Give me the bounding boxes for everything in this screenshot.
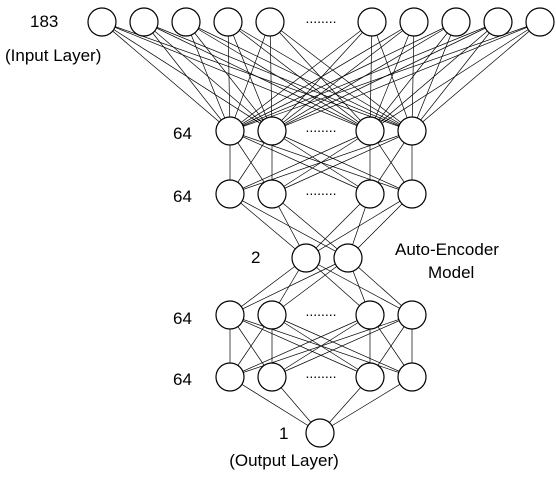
neuron-node <box>255 7 285 37</box>
connection-line <box>271 21 541 132</box>
connection-line <box>143 21 231 132</box>
input-layer-count: 183 <box>30 12 59 31</box>
connection-line <box>319 376 413 434</box>
neuron-node <box>357 7 387 37</box>
connection-line <box>143 21 371 132</box>
connection-line <box>229 21 373 132</box>
connection-line <box>101 21 231 132</box>
neuron-node <box>291 243 321 273</box>
connection-line <box>411 21 541 132</box>
connection-line <box>229 21 541 132</box>
neuron-node <box>397 116 427 146</box>
neuron-node <box>355 300 385 330</box>
encoder-layer2-count: 64 <box>173 187 192 206</box>
neuron-node <box>483 7 513 37</box>
encoder-layer1-count: 64 <box>173 124 192 143</box>
neuron-node <box>257 300 287 330</box>
output-layer-count: 1 <box>279 424 289 443</box>
connection-line <box>229 314 371 378</box>
neuron-node <box>215 300 245 330</box>
neurons <box>87 7 555 448</box>
ellipses: ........................................ <box>305 10 336 381</box>
decoder-layer1-count: 64 <box>173 309 192 328</box>
neuron-node <box>257 179 287 209</box>
connection-line <box>271 130 413 195</box>
connection-line <box>229 314 413 378</box>
connection-line <box>185 21 231 132</box>
connection-line <box>271 257 349 316</box>
connection-line <box>369 21 415 132</box>
connection-line <box>185 21 371 132</box>
connection-line <box>369 21 499 132</box>
neuron-node <box>215 179 245 209</box>
ellipsis-dots: ........ <box>305 182 336 198</box>
connection-line <box>229 21 271 132</box>
connection-line <box>269 21 371 132</box>
connection-line <box>229 21 415 132</box>
neuron-node <box>257 362 287 392</box>
input-layer-name: (Input Layer) <box>5 46 102 65</box>
ellipsis-dots: ........ <box>305 303 336 319</box>
bottleneck-count: 2 <box>251 248 261 267</box>
connection-line <box>229 21 457 132</box>
connection-line <box>229 130 371 195</box>
decoder-layer2-count: 64 <box>173 370 192 389</box>
neuron-node <box>171 7 201 37</box>
connection-line <box>229 193 307 259</box>
connection-line <box>369 21 541 132</box>
neuron-node <box>213 7 243 37</box>
model-title-line1: Auto-Encoder <box>395 240 499 259</box>
neuron-node <box>399 7 429 37</box>
ellipsis-dots: ........ <box>305 119 336 135</box>
connection-line <box>271 193 349 259</box>
connection-line <box>229 130 413 195</box>
neuron-node <box>397 362 427 392</box>
connection-line <box>305 193 371 259</box>
neuron-node <box>355 179 385 209</box>
connection-line <box>229 257 307 316</box>
ellipsis-dots: ........ <box>305 10 336 26</box>
ellipsis-dots: ........ <box>305 365 336 381</box>
connection-line <box>347 193 413 259</box>
connection-line <box>101 21 371 132</box>
neuron-node <box>215 362 245 392</box>
neuron-node <box>397 300 427 330</box>
model-title-line2: Model <box>428 263 475 282</box>
connection-line <box>227 21 371 132</box>
connection-line <box>227 21 231 132</box>
connection-line <box>229 257 349 316</box>
neuron-node <box>355 116 385 146</box>
connection-line <box>369 21 373 132</box>
neuron-node <box>305 418 335 448</box>
connection-line <box>269 21 273 132</box>
neuron-node <box>441 7 471 37</box>
neuron-node <box>355 362 385 392</box>
connection-line <box>229 21 499 132</box>
connection-line <box>271 314 413 378</box>
connection-line <box>269 21 413 132</box>
neuron-node <box>397 179 427 209</box>
neuron-node <box>129 7 159 37</box>
neuron-node <box>215 116 245 146</box>
neuron-node <box>87 7 117 37</box>
output-layer-name: (Output Layer) <box>229 451 339 470</box>
neuron-node <box>525 7 555 37</box>
connection-line <box>369 21 457 132</box>
connection-line <box>229 376 321 434</box>
connection-line <box>305 193 413 259</box>
connections <box>101 21 541 434</box>
neuron-node <box>257 116 287 146</box>
neuron-node <box>333 243 363 273</box>
